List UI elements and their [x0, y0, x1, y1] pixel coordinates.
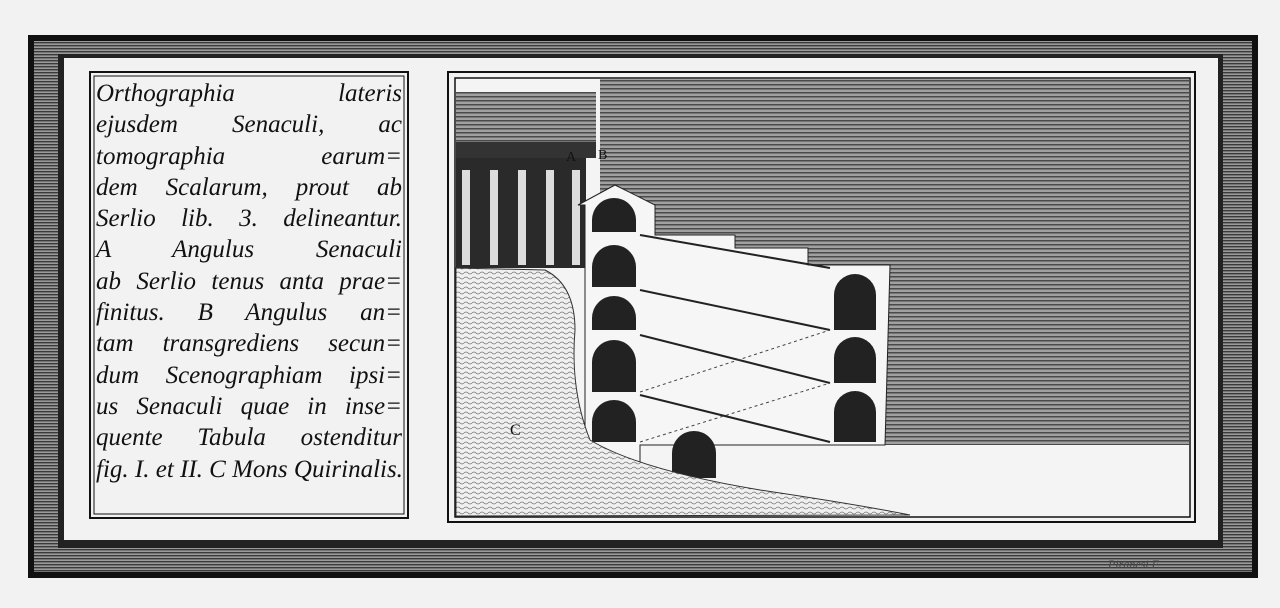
caption-line: tam transgrediens secun= — [96, 330, 402, 358]
artist-signature: Piranesi F. — [1108, 557, 1161, 571]
caption-line: Orthographia lateris — [96, 80, 402, 107]
caption-line: ejusdem Senaculi, ac — [96, 111, 402, 139]
temple — [456, 92, 596, 268]
caption-line: us Senaculi quae in inse= — [96, 392, 402, 420]
caption-line: ab Serlio tenus anta prae= — [96, 267, 402, 295]
label-c: C — [510, 422, 521, 439]
mons-quirinalis-hill — [455, 267, 911, 517]
caption-text: Orthographia lateris ejusdem Senaculi, a… — [96, 78, 403, 514]
label-b: B — [598, 148, 608, 163]
staircase-building — [577, 184, 891, 481]
caption-line: dem Scalarum, prout ab — [96, 173, 402, 201]
caption-line: A Angulus Senaculi — [96, 236, 402, 264]
caption-line: dum Scenographiam ipsi= — [96, 361, 402, 389]
caption-line: fig. I. et II. C Mons Quirinalis. — [96, 455, 403, 483]
caption-line: finitus. B Angulus an= — [96, 299, 402, 327]
caption-line: tomographia earum= — [96, 142, 402, 170]
caption-line: Serlio lib. 3. delineantur. — [96, 205, 402, 233]
caption-box — [89, 71, 409, 519]
caption-line: quente Tabula ostenditur — [96, 424, 402, 452]
label-a: A — [566, 150, 577, 165]
